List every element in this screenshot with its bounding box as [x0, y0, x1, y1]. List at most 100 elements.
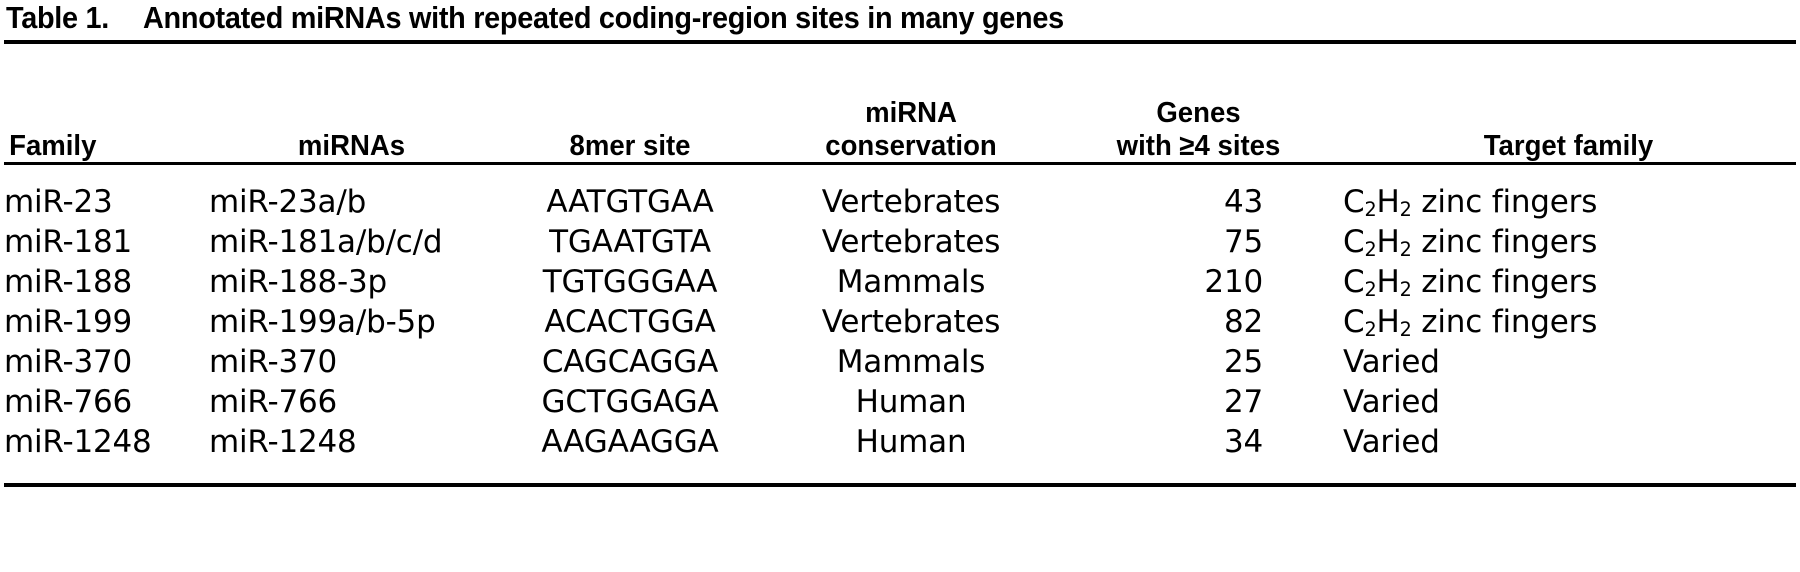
cell-mirnas: miR-370: [209, 344, 338, 380]
target-mid: H: [1376, 224, 1400, 260]
cell-conservation: Vertebrates: [821, 224, 1001, 260]
rule-bottom: [4, 483, 1796, 487]
cell-8mer-site: CAGCAGGA: [541, 344, 719, 380]
cell-conservation: Human: [855, 384, 967, 420]
table-row: miR-23 miR-23a/b AATGTGAA Vertebrates 43…: [4, 183, 1796, 223]
cell-genes-count: 34: [1223, 424, 1263, 460]
target-sub2: 2: [1399, 278, 1412, 302]
cell-family: miR-188: [4, 264, 133, 300]
header-row: Family miRNAs 8mer site miRNA conservati…: [4, 44, 1796, 162]
column-header-mirnas: miRNAs: [216, 44, 487, 162]
target-mid: H: [1376, 264, 1400, 300]
cell-family: miR-181: [4, 224, 133, 260]
table-row: miR-766 miR-766 GCTGGAGA Human 27 Varied: [4, 383, 1796, 423]
target-prefix: Varied: [1343, 344, 1440, 380]
table-header: Family miRNAs 8mer site miRNA conservati…: [4, 44, 1796, 162]
data-table: Family miRNAs 8mer site miRNA conservati…: [4, 44, 1796, 162]
cell-conservation: Vertebrates: [821, 184, 1001, 220]
cell-8mer-site: AAGAAGGA: [541, 424, 719, 460]
table-row: miR-199 miR-199a/b-5p ACACTGGA Vertebrat…: [4, 303, 1796, 343]
cell-mirnas: miR-188-3p: [209, 264, 388, 300]
cell-genes-count: 43: [1223, 184, 1263, 220]
rule-header-bottom: [4, 162, 1796, 165]
cell-conservation: Mammals: [836, 264, 986, 300]
cell-genes-count: 25: [1223, 344, 1263, 380]
column-header-genes-with-sites: Genes with ≥4 sites: [1063, 44, 1334, 162]
cell-mirnas: miR-181a/b/c/d: [209, 224, 443, 260]
target-suffix: zinc fingers: [1411, 224, 1598, 260]
body-top-spacer: [4, 165, 1796, 183]
column-header-family-label: Family: [9, 129, 97, 162]
cell-target-family: Varied: [1341, 383, 1796, 423]
target-prefix: Varied: [1343, 424, 1440, 460]
target-suffix: zinc fingers: [1411, 264, 1598, 300]
cell-8mer-site: AATGTGAA: [546, 184, 714, 220]
cell-target-family: Varied: [1341, 343, 1796, 383]
column-header-8mer-site: 8mer site: [501, 44, 759, 162]
target-prefix: Varied: [1343, 384, 1440, 420]
table-title: Table 1. Annotated miRNAs with repeated …: [4, 0, 1796, 40]
cell-target-family: C2H2 zinc fingers: [1341, 263, 1796, 303]
cell-family: miR-370: [4, 344, 133, 380]
cell-8mer-site: TGTGGGAA: [542, 264, 718, 300]
cell-conservation: Mammals: [836, 344, 986, 380]
target-suffix: zinc fingers: [1411, 304, 1598, 340]
target-sub1: 2: [1364, 238, 1377, 262]
cell-target-family: C2H2 zinc fingers: [1341, 183, 1796, 223]
target-mid: H: [1376, 304, 1400, 340]
column-header-genes-line1: Genes: [1156, 97, 1241, 130]
cell-mirnas: miR-766: [209, 384, 338, 420]
column-header-genes-line2: with ≥4 sites: [1116, 129, 1281, 162]
cell-genes-count: 75: [1223, 224, 1263, 260]
cell-8mer-site: ACACTGGA: [544, 304, 716, 340]
cell-target-family: C2H2 zinc fingers: [1341, 303, 1796, 343]
cell-target-family: Varied: [1341, 423, 1796, 463]
table-row: miR-1248 miR-1248 AAGAAGGA Human 34 Vari…: [4, 423, 1796, 463]
body-bottom-spacer: [4, 463, 1796, 483]
cell-family: miR-766: [4, 384, 133, 420]
spacer-cell: [4, 463, 1796, 483]
target-prefix: C: [1343, 264, 1365, 300]
cell-mirnas: miR-23a/b: [209, 184, 367, 220]
target-sub2: 2: [1399, 198, 1412, 222]
cell-family: miR-1248: [4, 424, 152, 460]
rule-top: [4, 40, 1796, 44]
target-prefix: C: [1343, 304, 1365, 340]
spacer-cell: [4, 165, 1796, 183]
column-header-conservation-line2: conservation: [825, 129, 997, 162]
column-header-target-family-label: Target family: [1483, 129, 1654, 162]
cell-mirnas: miR-199a/b-5p: [209, 304, 436, 340]
table-row: miR-188 miR-188-3p TGTGGGAA Mammals 210 …: [4, 263, 1796, 303]
table-row: miR-181 miR-181a/b/c/d TGAATGTA Vertebra…: [4, 223, 1796, 263]
target-mid: H: [1376, 184, 1400, 220]
target-prefix: C: [1343, 184, 1365, 220]
cell-family: miR-23: [4, 184, 113, 220]
table-row: miR-370 miR-370 CAGCAGGA Mammals 25 Vari…: [4, 343, 1796, 383]
table-label: Table 1.: [6, 0, 109, 35]
column-header-8mer-site-label: 8mer site: [569, 129, 691, 162]
cell-genes-count: 82: [1223, 304, 1263, 340]
target-sub2: 2: [1399, 238, 1412, 262]
cell-target-family: C2H2 zinc fingers: [1341, 223, 1796, 263]
column-header-mirnas-label: miRNAs: [297, 129, 406, 162]
target-sub2: 2: [1399, 318, 1412, 342]
column-header-target-family: Target family: [1352, 44, 1784, 162]
target-sub1: 2: [1364, 198, 1377, 222]
cell-mirnas: miR-1248: [209, 424, 357, 460]
cell-conservation: Human: [855, 424, 967, 460]
target-prefix: C: [1343, 224, 1365, 260]
cell-genes-count: 210: [1204, 264, 1263, 300]
cell-genes-count: 27: [1223, 384, 1263, 420]
column-header-conservation-line1: miRNA: [865, 97, 957, 130]
cell-family: miR-199: [4, 304, 133, 340]
data-table-body: miR-23 miR-23a/b AATGTGAA Vertebrates 43…: [4, 165, 1796, 483]
cell-8mer-site: TGAATGTA: [549, 224, 711, 260]
cell-conservation: Vertebrates: [821, 304, 1001, 340]
target-sub1: 2: [1364, 278, 1377, 302]
target-suffix: zinc fingers: [1411, 184, 1598, 220]
table-caption: Annotated miRNAs with repeated coding-re…: [142, 0, 1064, 35]
table-body: miR-23 miR-23a/b AATGTGAA Vertebrates 43…: [4, 165, 1796, 483]
cell-8mer-site: GCTGGAGA: [541, 384, 719, 420]
column-header-family: Family: [9, 44, 204, 162]
